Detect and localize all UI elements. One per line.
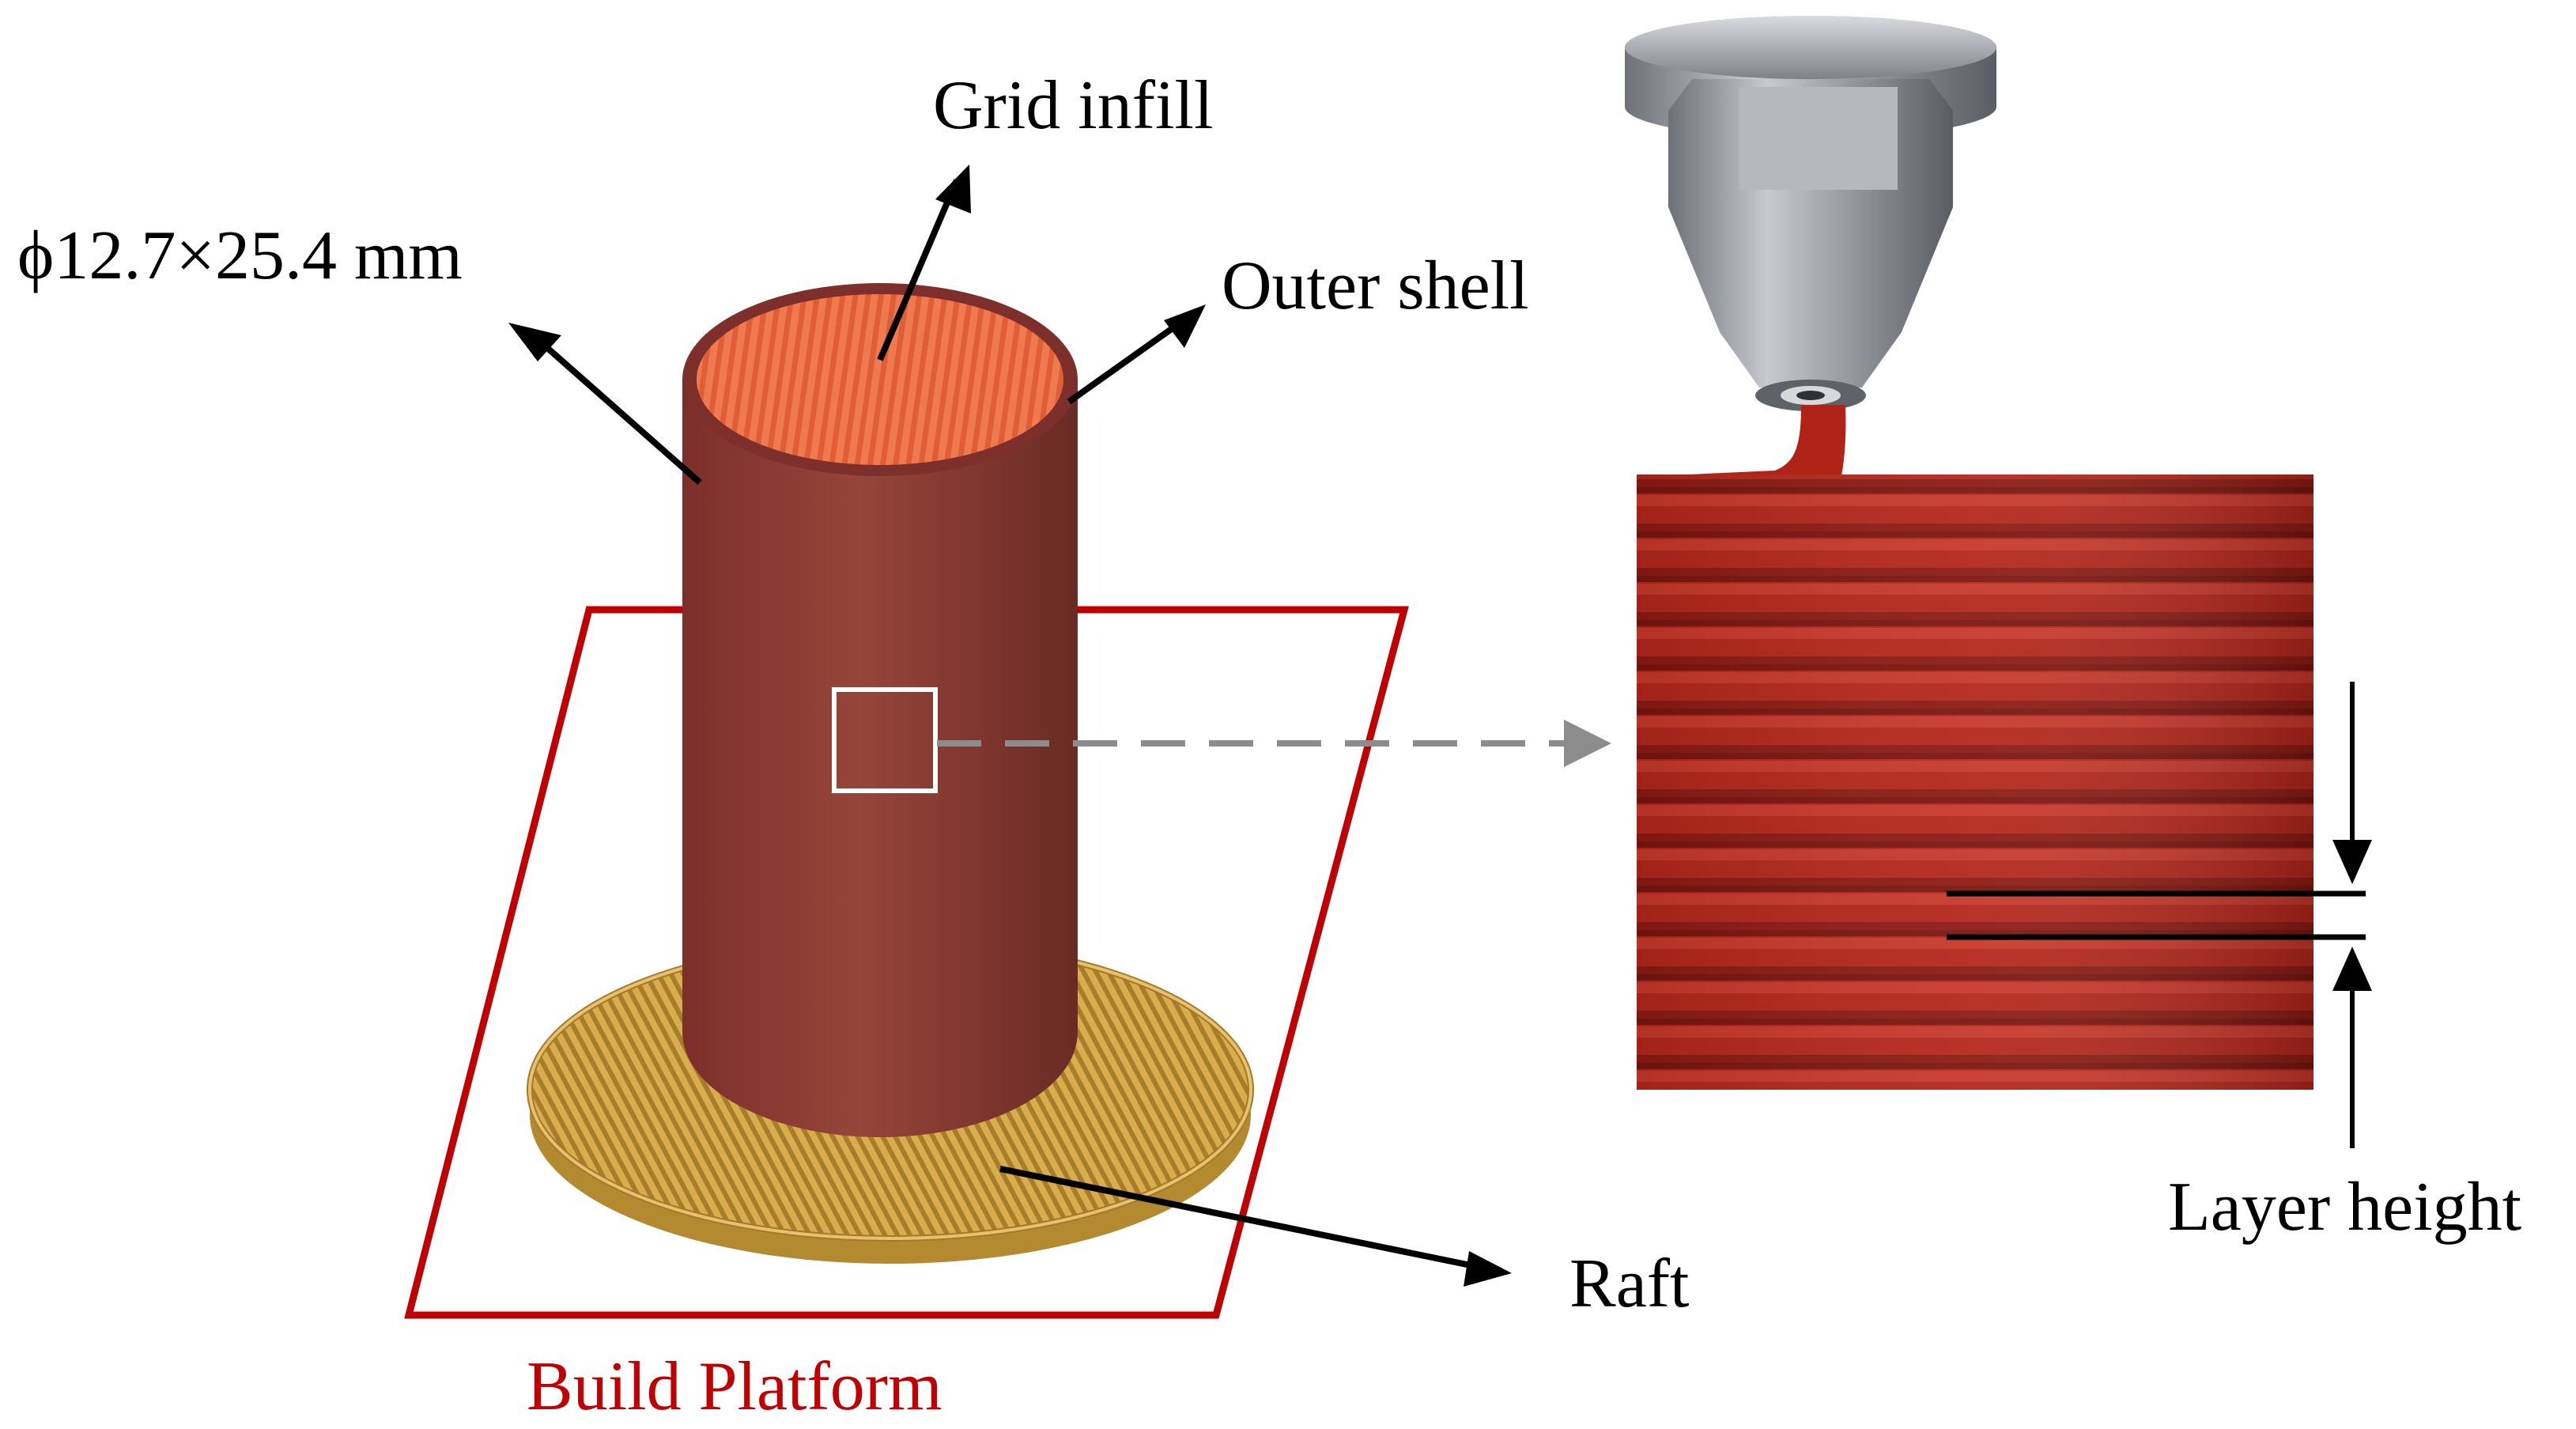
outer-shell-surface [682,380,1078,1137]
build-platform-label: Build Platform [527,1348,942,1425]
layer-height-indicator [1947,682,2372,1148]
outer-shell-label: Outer shell [1222,248,1529,324]
outer-shell-arrow [1067,321,1180,405]
dashed-zoom-arrow [937,720,1611,767]
raft-label: Raft [1569,1246,1690,1322]
print-nozzle-icon [1625,16,1996,411]
grid-infill-arrow [877,179,960,361]
build-platform-outline [404,606,1409,1319]
dimensions-arrow [543,344,702,485]
grid-infill-surface [697,294,1063,465]
zoom-selection-box [832,687,938,793]
cylinder-specimen [682,283,1078,1137]
dimensions-label: ϕ12.7×25.4 mm [17,217,463,294]
grid-infill-label: Grid infill [933,67,1213,144]
raft-arrow [999,1166,1471,1268]
printed-layers-closeup [1637,474,2313,1090]
layer-height-label: Layer height [2168,1169,2521,1246]
